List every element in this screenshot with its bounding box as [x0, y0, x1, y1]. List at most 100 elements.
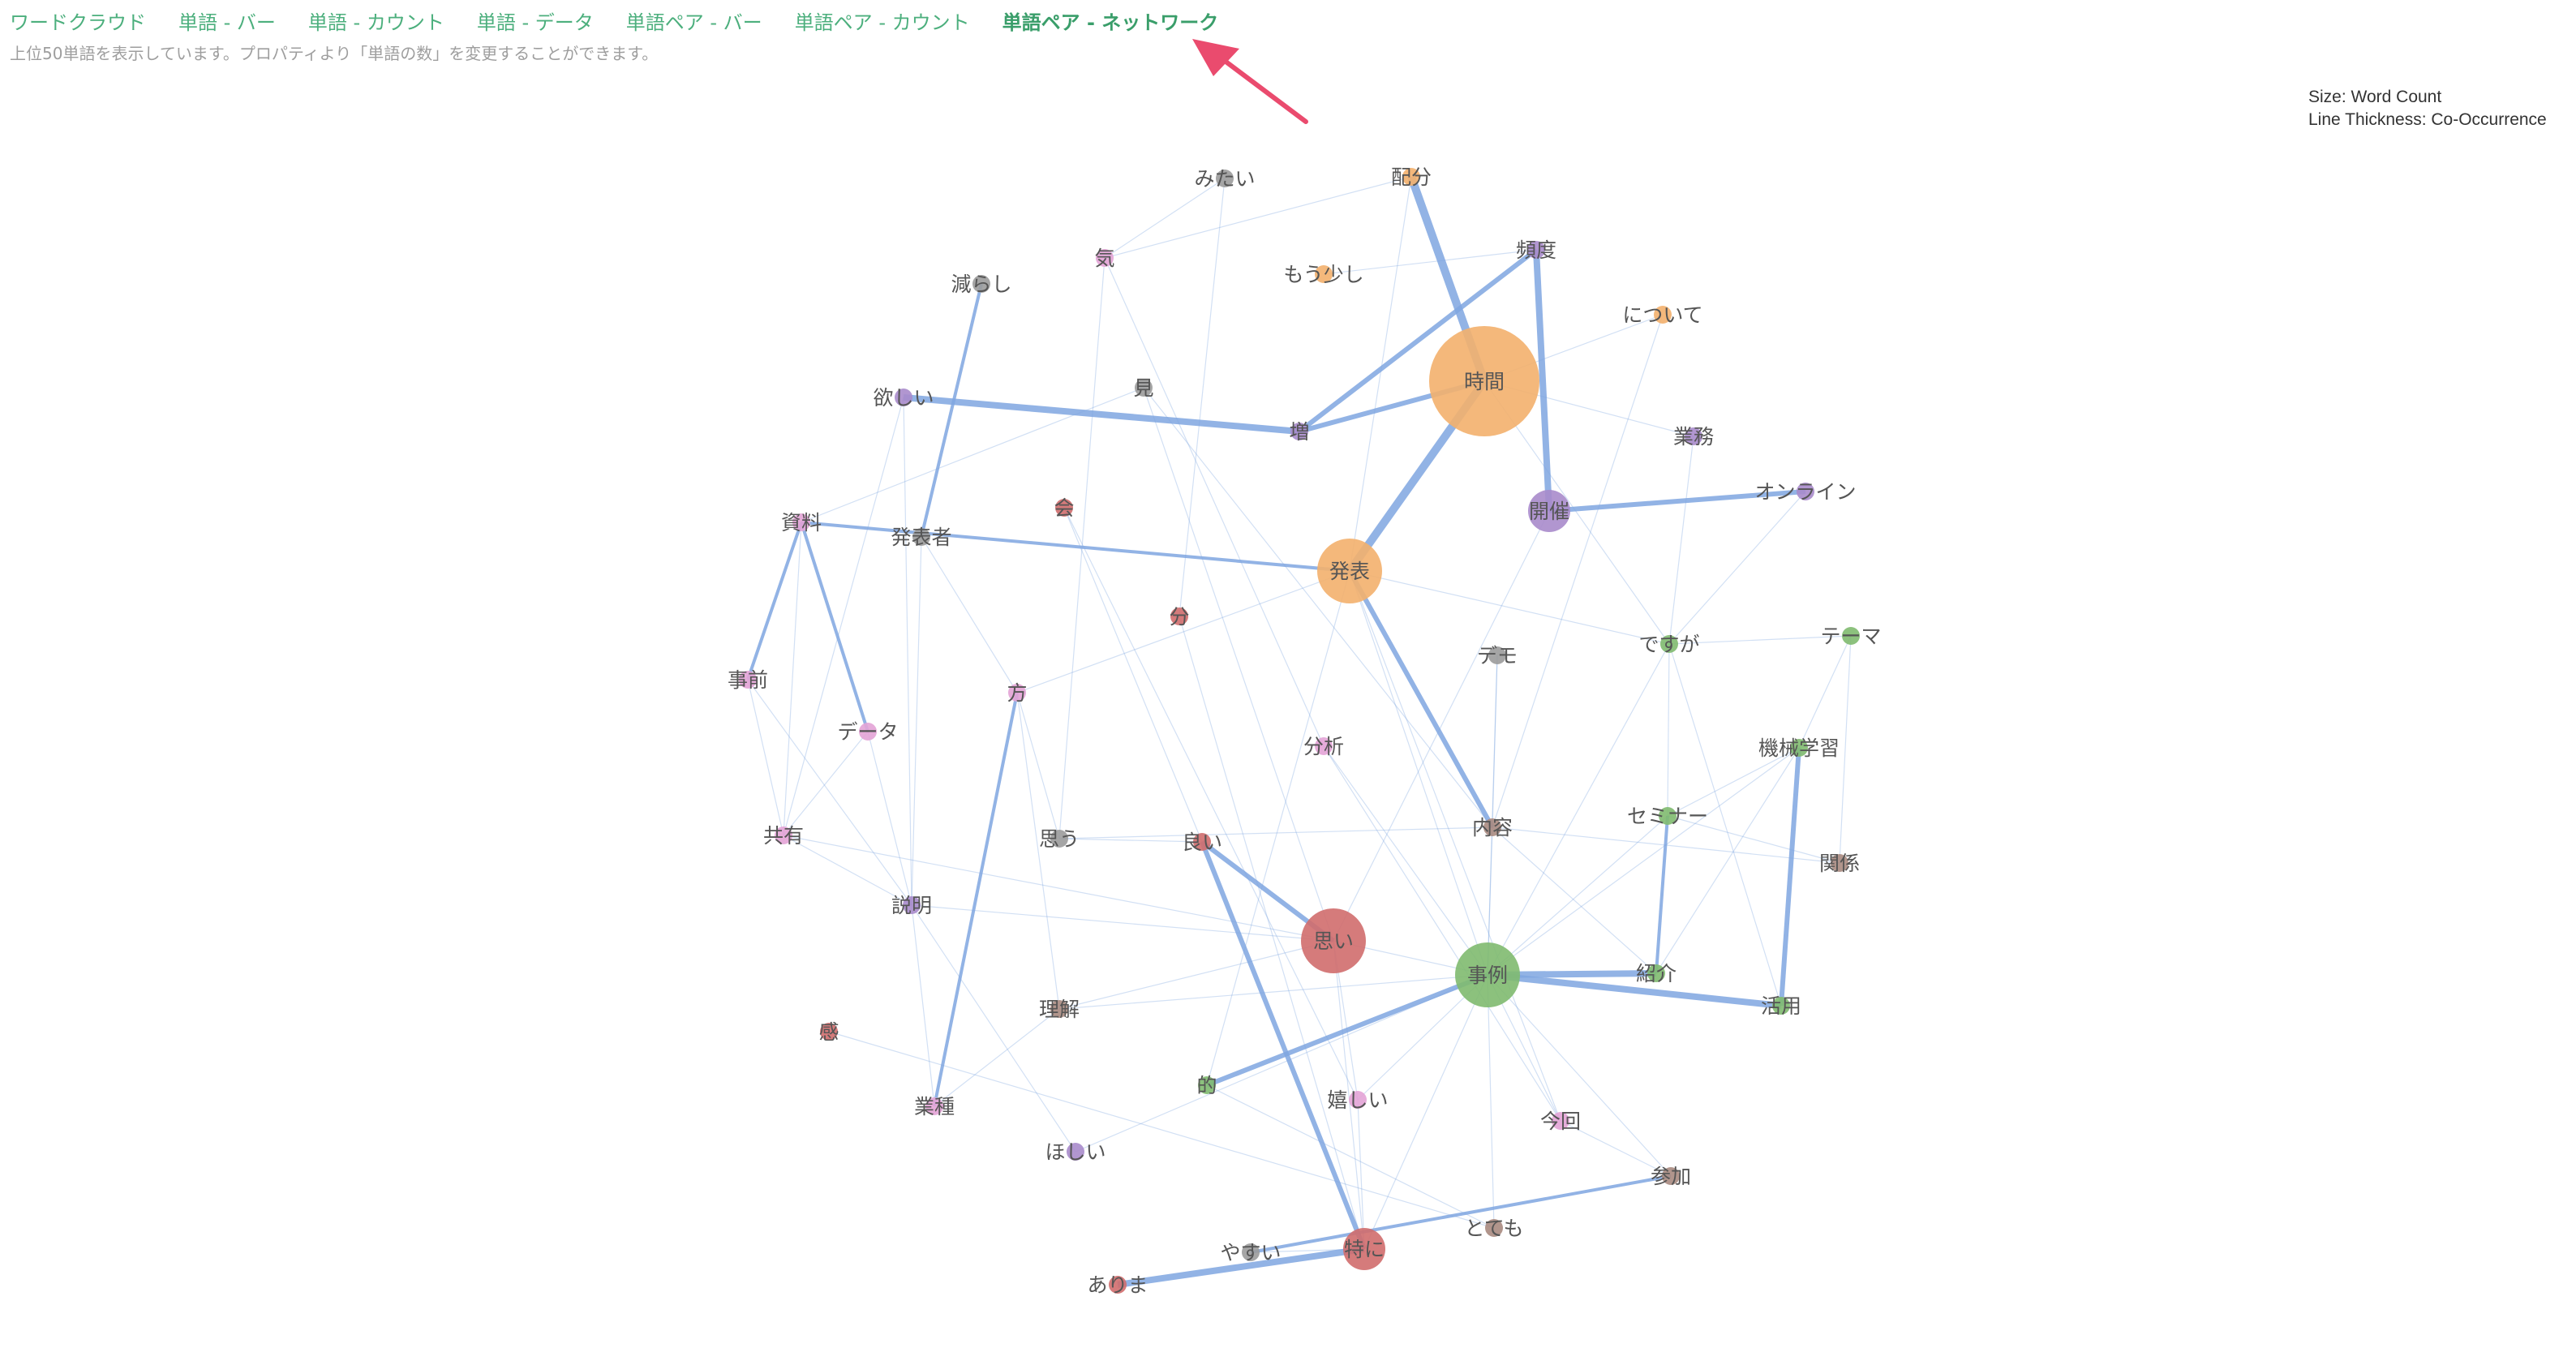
node-circle	[1659, 807, 1677, 825]
node-bunseki[interactable]: 分析	[1303, 735, 1344, 758]
edge-yoi-tokuni	[1200, 840, 1367, 1251]
node-circle	[1216, 170, 1234, 187]
node-tokuni[interactable]: 特に	[1343, 1228, 1385, 1270]
node-hoshii[interactable]: 欲しい	[873, 386, 934, 410]
node-katsuyou[interactable]: 活用	[1761, 994, 1801, 1018]
node-circle	[1193, 833, 1211, 851]
node-kikai[interactable]: 機械学習	[1758, 736, 1840, 760]
node-label: テーマ	[1820, 625, 1881, 648]
node-label: 気	[1094, 247, 1114, 270]
node-nitsuite[interactable]: について	[1622, 303, 1702, 327]
node-demo[interactable]: デモ	[1477, 644, 1518, 668]
node-kata[interactable]: 方	[1007, 681, 1027, 705]
node-moushi[interactable]: もう少し	[1283, 263, 1363, 286]
node-desuga[interactable]: ですが	[1638, 633, 1699, 656]
node-shiryou[interactable]: 資料	[781, 511, 822, 534]
node-seminar[interactable]: セミナー	[1627, 805, 1708, 828]
node-kan[interactable]: 感	[818, 1020, 839, 1044]
node-arima[interactable]: ありま	[1087, 1273, 1148, 1297]
node-teki[interactable]: 的	[1196, 1074, 1217, 1097]
edge-konkai-sanka	[1560, 1120, 1672, 1177]
edge-mi-naiyou	[1143, 387, 1493, 828]
node-label: 欲しい	[873, 386, 934, 410]
node-kaku[interactable]: 関係	[1819, 852, 1860, 875]
edge-setsumei-hoshii2	[911, 904, 1076, 1153]
edge-kyouyuu-setsumei	[783, 835, 912, 906]
node-ureshii[interactable]: 嬉しい	[1327, 1088, 1388, 1112]
node-ki[interactable]: 気	[1094, 247, 1114, 270]
node-omou[interactable]: 思う	[1039, 827, 1080, 851]
tab-4[interactable]: 単語ペア - バー	[625, 11, 762, 34]
node-label: 資料	[781, 511, 822, 534]
node-totemo[interactable]: とても	[1464, 1217, 1523, 1240]
node-kyouyuu[interactable]: 共有	[763, 824, 804, 848]
node-data[interactable]: データ	[837, 720, 898, 744]
node-online[interactable]: オンライン	[1754, 480, 1856, 504]
tab-2[interactable]: 単語 - カウント	[307, 11, 444, 34]
node-gyoumu[interactable]: 業務	[1673, 425, 1714, 449]
tab-3[interactable]: 単語 - データ	[476, 11, 594, 34]
edge-naiyou-kaku	[1492, 826, 1840, 864]
node-label: 事前	[728, 668, 768, 692]
tab-1[interactable]: 単語 - バー	[178, 11, 276, 34]
node-label: 機械学習	[1758, 736, 1840, 760]
node-label: 関係	[1819, 852, 1860, 875]
node-naiyou[interactable]: 内容	[1472, 816, 1513, 839]
node-rikai[interactable]: 理解	[1039, 998, 1080, 1021]
node-circle	[1096, 249, 1114, 267]
node-circle	[792, 513, 810, 531]
edge-naiyou-shoukai	[1492, 826, 1657, 974]
edge-naiyou-omou	[1058, 826, 1493, 839]
node-omoi[interactable]: 思い	[1301, 908, 1366, 973]
node-yoi[interactable]: 良い	[1182, 831, 1222, 854]
edge-mitai-bun	[1179, 178, 1226, 617]
node-kai[interactable]: 会	[1054, 496, 1074, 520]
node-circle	[1315, 265, 1333, 283]
node-yasui[interactable]: やすい	[1220, 1241, 1281, 1264]
node-mi[interactable]: 見	[1133, 376, 1153, 400]
node-bun[interactable]: 分	[1169, 605, 1189, 629]
node-konkai[interactable]: 今回	[1540, 1110, 1581, 1133]
node-jirei[interactable]: 事例	[1455, 942, 1520, 1007]
node-circle	[1008, 684, 1026, 702]
edge-demo-naiyou	[1492, 655, 1498, 828]
node-haibun[interactable]: 配分	[1391, 165, 1432, 189]
node-sanka[interactable]: 参加	[1651, 1165, 1691, 1188]
node-circle	[1109, 1276, 1127, 1294]
node-label: 特に	[1344, 1238, 1385, 1261]
node-shoukai[interactable]: 紹介	[1636, 962, 1677, 985]
edge-kaisai-online	[1548, 489, 1806, 513]
edge-data-setsumei	[867, 731, 912, 906]
node-gyoushu[interactable]: 業種	[914, 1095, 955, 1118]
node-kaisai[interactable]: 開催	[1528, 490, 1570, 532]
edge-data-kyouyuu	[783, 731, 869, 836]
node-label: みたい	[1194, 167, 1255, 191]
node-jizen[interactable]: 事前	[728, 668, 768, 692]
node-herashi[interactable]: 減らし	[951, 273, 1011, 296]
edge-jirei-teki	[1205, 972, 1489, 1088]
edge-jizen-setsumei	[747, 679, 912, 906]
node-circle	[1402, 168, 1420, 186]
node-zou[interactable]: 増	[1289, 420, 1309, 444]
node-circle	[1301, 908, 1366, 973]
node-mitai[interactable]: みたい	[1194, 167, 1255, 191]
edge-kyouyuu-omoi	[783, 835, 1334, 942]
node-circle	[1135, 379, 1153, 397]
node-theme[interactable]: テーマ	[1820, 625, 1881, 648]
node-happyousha[interactable]: 発表者	[891, 526, 951, 549]
pointer-arrow-icon	[1192, 39, 1308, 124]
edge-kai-yoi	[1063, 507, 1203, 843]
tab-0[interactable]: ワードクラウド	[10, 11, 146, 34]
node-circle	[1488, 646, 1506, 664]
edge-haibun-ki	[1104, 176, 1412, 259]
edge-kai-ureshii	[1063, 507, 1359, 1101]
node-hoshii2[interactable]: ほしい	[1045, 1140, 1106, 1164]
node-circle	[1647, 964, 1665, 982]
tab-5[interactable]: 単語ペア - カウント	[794, 11, 970, 34]
node-label: 共有	[763, 824, 804, 848]
tab-6[interactable]: 単語ペア - ネットワーク	[1002, 11, 1219, 34]
node-hindo[interactable]: 頻度	[1516, 238, 1556, 262]
node-happyou[interactable]: 発表	[1317, 539, 1382, 603]
node-setsumei[interactable]: 説明	[891, 894, 932, 917]
node-jikan[interactable]: 時間	[1429, 326, 1539, 436]
